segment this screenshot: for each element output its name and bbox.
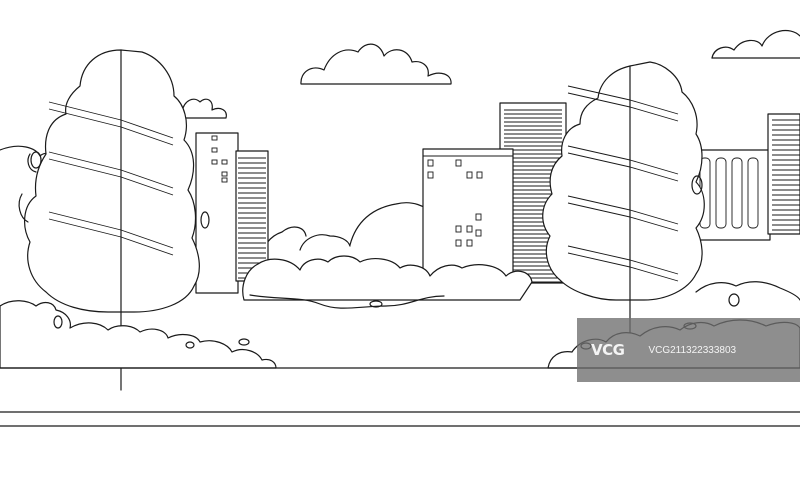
- tree-right: [542, 61, 705, 346]
- building-right-pillars: [693, 149, 771, 241]
- building-right-striped: [767, 113, 800, 235]
- cloud-right: [711, 29, 800, 59]
- watermark-text: VCG211322333803: [648, 344, 737, 356]
- watermark-overlay: VCG VCG211322333803: [577, 318, 800, 382]
- midground-bushes: [242, 255, 533, 309]
- watermark-logo: VCG: [591, 341, 625, 359]
- cloud-center: [300, 43, 452, 85]
- tree-left: [18, 49, 210, 391]
- foreground-bush-left: [0, 300, 277, 369]
- cloud-small-left: [181, 98, 227, 119]
